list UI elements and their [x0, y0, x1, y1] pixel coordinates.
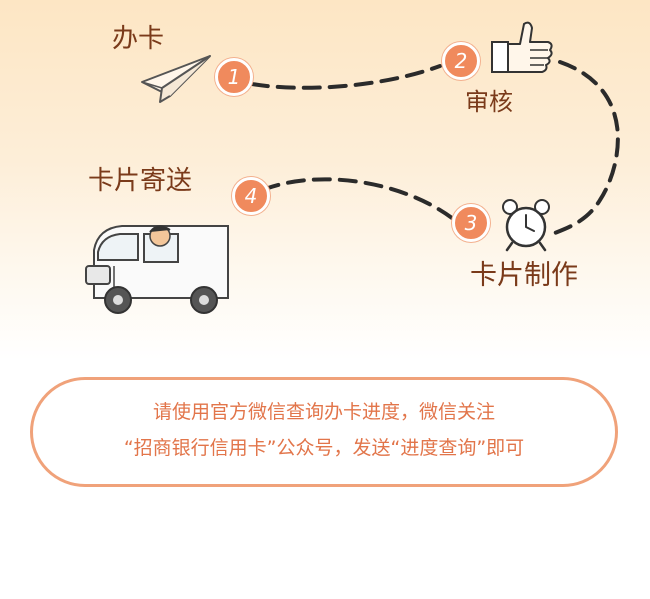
paper-plane-icon: [141, 55, 211, 103]
delivery-van-icon: [85, 225, 229, 314]
notice-box: 请使用官方微信查询办卡进度，微信关注 “招商银行信用卡”公众号，发送“进度查询”…: [30, 377, 618, 487]
step-label-make: 卡片制作: [470, 260, 578, 291]
notice-line-2: “招商银行信用卡”公众号，发送“进度查询”即可: [123, 437, 525, 459]
step-badge-3: 3: [452, 204, 490, 242]
thumbs-up-icon: [491, 21, 553, 73]
notice-line-1: 请使用官方微信查询办卡进度，微信关注: [152, 401, 495, 423]
step-label-apply: 办卡: [112, 24, 165, 54]
step-badge-2: 2: [442, 42, 480, 80]
step-label-review: 审核: [465, 88, 513, 116]
step-badge-1: 1: [215, 58, 253, 96]
step-label-deliver: 卡片寄送: [88, 166, 193, 196]
step-badge-4: 4: [232, 177, 270, 215]
alarm-clock-icon: [502, 199, 550, 252]
